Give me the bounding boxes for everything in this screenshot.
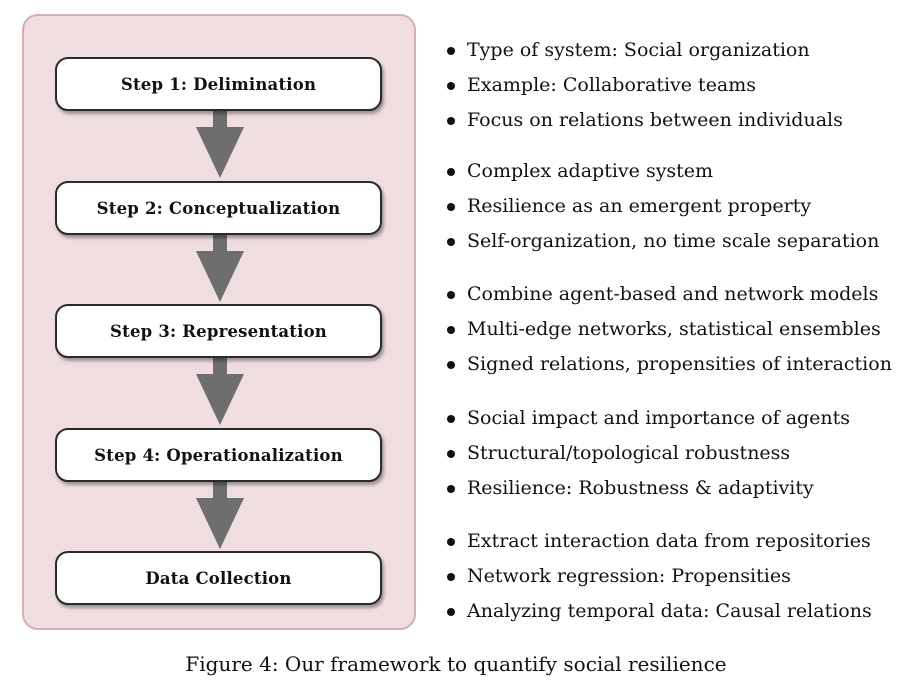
bullet-dot-icon [447,573,455,581]
bullet-item: Complex adaptive system [444,154,910,189]
bullet-item: Network regression: Propensities [444,559,910,594]
step-box-data-collection: Data Collection [55,551,382,605]
arrow-step1-to-step2 [196,110,244,178]
step-box-operationalization: Step 4: Operationalization [55,428,382,482]
bullet-item: Structural/topological robustness [444,436,910,471]
step-box-conceptualization: Step 2: Conceptualization [55,181,382,235]
bullet-dot-icon [447,117,455,125]
bullet-dot-icon [447,415,455,423]
bullet-dot-icon [447,47,455,55]
bullet-group-representation: Combine agent-based and network models M… [444,277,910,382]
step-box-representation: Step 3: Representation [55,304,382,358]
arrow-step4-to-data-collection [196,481,244,549]
bullet-group-operationalization: Social impact and importance of agents S… [444,401,910,506]
step-box-delimination: Step 1: Delimination [55,57,382,111]
bullet-dot-icon [447,203,455,211]
arrow-step2-to-step3 [196,234,244,302]
bullet-group-delimination: Type of system: Social organization Exam… [444,33,910,138]
bullet-dot-icon [447,326,455,334]
bullet-dot-icon [447,361,455,369]
arrow-step3-to-step4 [196,357,244,425]
bullet-group-conceptualization: Complex adaptive system Resilience as an… [444,154,910,259]
bullet-item: Self-organization, no time scale separat… [444,224,910,259]
bullet-dot-icon [447,291,455,299]
bullet-item: Example: Collaborative teams [444,68,910,103]
bullet-dot-icon [447,82,455,90]
bullet-item: Resilience as an emergent property [444,189,910,224]
bullet-item: Analyzing temporal data: Causal relation… [444,594,910,629]
bullet-item: Resilience: Robustness & adaptivity [444,471,910,506]
bullet-item: Extract interaction data from repositori… [444,524,910,559]
bullet-item: Social impact and importance of agents [444,401,910,436]
bullet-dot-icon [447,608,455,616]
bullet-item: Combine agent-based and network models [444,277,910,312]
bullet-dot-icon [447,485,455,493]
figure-caption: Figure 4: Our framework to quantify soci… [185,652,727,676]
bullet-item: Focus on relations between individuals [444,103,910,138]
bullet-dot-icon [447,168,455,176]
bullet-dot-icon [447,238,455,246]
bullet-item: Signed relations, propensities of intera… [444,347,910,382]
bullet-dot-icon [447,450,455,458]
bullet-group-data-collection: Extract interaction data from repositori… [444,524,910,629]
bullet-item: Multi-edge networks, statistical ensembl… [444,312,910,347]
bullet-item: Type of system: Social organization [444,33,910,68]
bullet-dot-icon [447,538,455,546]
